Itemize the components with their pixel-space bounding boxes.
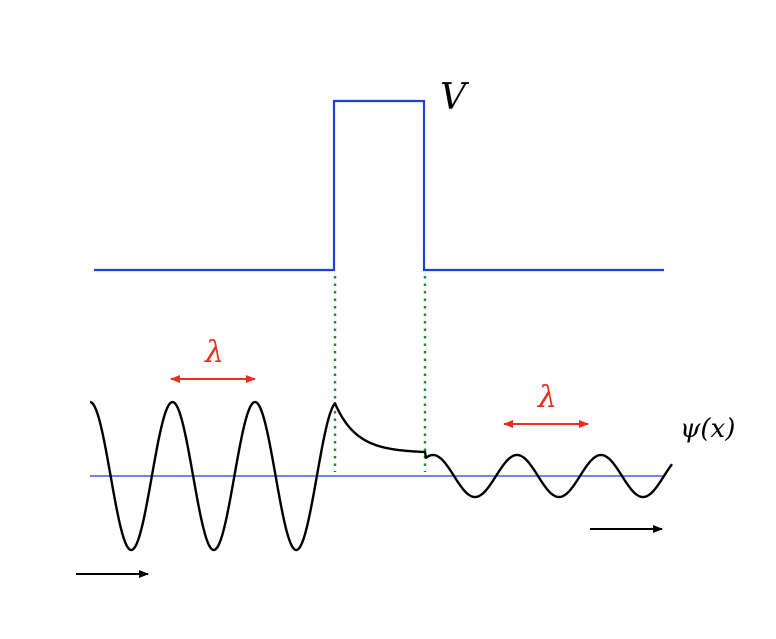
wavelength-label-right: λ <box>537 380 557 415</box>
wavefunction-curve <box>89 400 673 552</box>
wavelength-label-left: λ <box>204 335 224 370</box>
potential-barrier-line <box>94 99 664 272</box>
potential-label: V <box>440 77 470 118</box>
wavefunction-label: ψ(x) <box>680 414 735 444</box>
